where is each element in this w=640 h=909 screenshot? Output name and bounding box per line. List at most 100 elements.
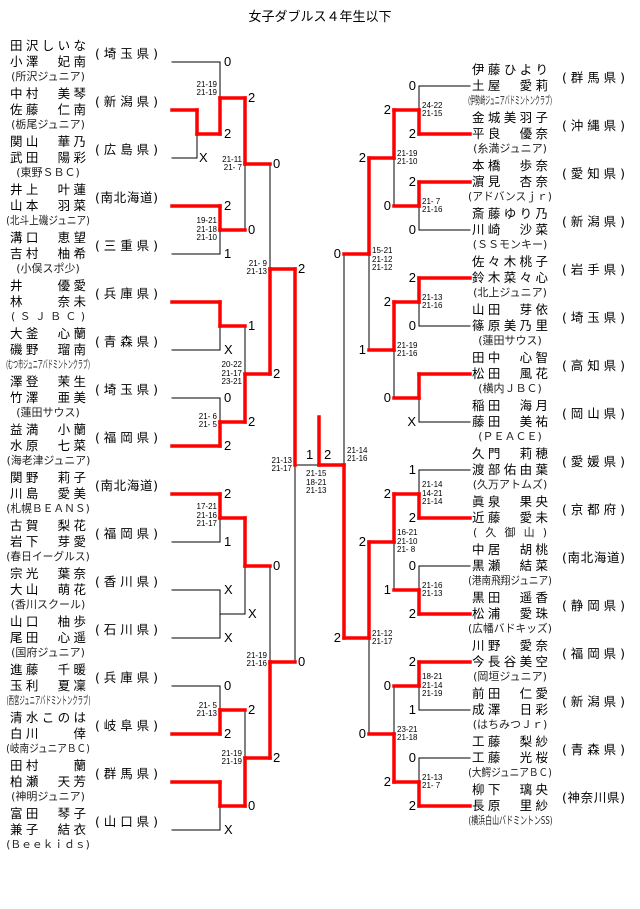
game-score: 21-13 [422,589,443,598]
player-name: 鈴木菜々心 [472,270,548,285]
player-name: 林 奈未 [10,294,86,309]
game-score: 21-19 [221,757,242,766]
game-score: 23-21 [221,377,242,387]
player-name: 佐々木桃子 [472,254,548,269]
game-count-mark: X [224,582,233,597]
game-count-mark: 2 [224,486,232,501]
game-score: 18-21 [306,477,327,487]
club-name: (神明ジュニア) [11,790,85,803]
game-score: 21-15 [422,109,443,118]
game-count-mark: 2 [383,294,391,309]
player-name: 山口 柚歩 [10,614,86,629]
player-name: 澤登 茉生 [10,374,86,389]
player-name: 黒瀬 結菜 [472,558,548,573]
club-name: (所沢ジュニア) [11,70,85,83]
game-count-mark: 2 [248,702,256,717]
game-count-mark: 0 [224,54,232,69]
club-name: (国府ジュニア) [11,646,85,659]
player-name: 川野 愛奈 [472,638,548,653]
game-count-mark: 2 [408,510,416,525]
game-count-mark: 2 [408,798,416,813]
prefecture-label: (埼玉県) [562,310,625,325]
player-name: 田村 蘭 [10,758,86,773]
game-score: 21-16 [246,659,267,668]
game-count-mark: 0 [333,246,341,261]
player-name: 小澤 妃南 [10,54,86,69]
club-name: (小俣スポ少) [16,262,80,275]
game-count-mark: 2 [248,414,256,429]
game-count-mark: 2 [408,270,416,285]
game-score: 15-21 [372,246,393,256]
player-name: 水原 七菜 [10,438,86,453]
game-count-mark: 2 [383,774,391,789]
prefecture-label: (広島県) [95,142,158,157]
game-count-mark: X [224,822,233,837]
player-name: 伊藤ひより [472,62,548,77]
game-count-mark: 2 [298,261,306,276]
player-name: 井 優愛 [10,278,86,293]
player-name: 古賀 梨花 [10,518,86,533]
game-score: 18-21 [422,672,443,682]
game-count-mark: X [199,150,208,165]
club-name: (伊勢崎ジュニアバドミントンクラブ) [468,94,552,107]
player-name: 成澤 日彩 [472,702,548,717]
prefecture-label: (石川県) [95,622,158,637]
club-name: (岡垣ジュニア) [473,670,547,683]
game-score: 19-21 [196,216,217,226]
player-name: 進藤 千暖 [10,662,86,677]
game-score: 21-14 [422,480,443,490]
club-name: (むつ市ジュニアバドミントンクラブ) [6,358,90,371]
game-count-mark: 2 [273,750,281,765]
game-score: 14-21 [422,488,443,498]
player-name: 土屋 愛莉 [472,78,548,93]
player-name: 眞泉 果央 [472,494,548,509]
game-score: 21-14 [422,680,443,690]
game-count-mark: 1 [224,246,232,261]
player-name: 富田 琴子 [10,806,86,821]
game-count-mark: 0 [358,726,366,741]
game-count-mark: 2 [224,726,232,741]
game-count-mark: 0 [224,678,232,693]
player-name: 清水このは [10,710,86,725]
prefecture-label: (南北海道) [95,478,158,493]
game-score: 21-16 [422,205,443,214]
player-name: 吉村 柚希 [10,246,86,261]
player-name: 溝口 恵望 [10,230,86,245]
club-name: (はちみつＪｒ) [472,718,548,731]
club-name: (港南飛翔ジュニア) [468,574,552,587]
game-score: 21- 6 [198,411,217,421]
game-score: 21-19 [397,148,418,158]
game-count-mark: 0 [224,390,232,405]
game-count-mark: 0 [273,156,281,171]
player-name: 工藤 梨紗 [472,734,548,749]
game-count-mark: 0 [248,798,256,813]
game-score: 21-12 [372,263,393,273]
player-name: 川島 愛美 [10,486,86,501]
game-score: 21-11 [222,154,242,164]
game-count-mark: 0 [383,390,391,405]
game-score: 21-16 [422,301,443,310]
game-score: 21-19 [246,650,267,660]
game-count-mark: 2 [408,654,416,669]
game-score: 21- 5 [198,420,217,429]
player-name: 川崎 沙菜 [472,222,548,237]
club-name: (久御山) [473,526,547,539]
player-name: 稲田 海月 [472,398,548,413]
player-name: 益満 小蘭 [10,422,86,437]
game-score: 21-19 [221,748,242,758]
prefecture-label: (新潟県) [95,94,158,109]
